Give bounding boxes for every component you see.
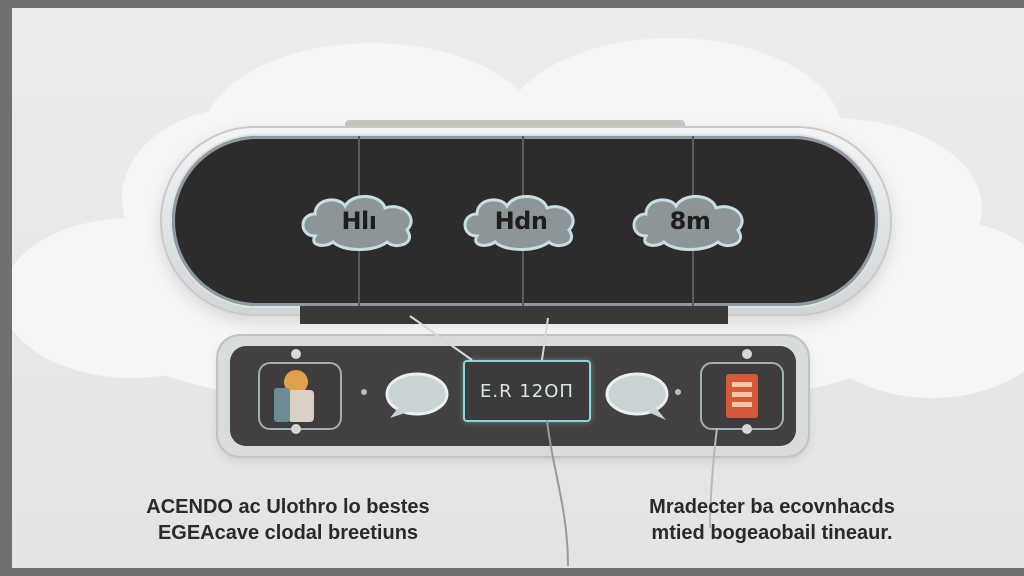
cloud-icon bbox=[301, 195, 413, 251]
center-node-label: E.R 12ОΠ bbox=[480, 380, 574, 402]
diagram-canvas: Hlı Hdn 8m E.R 12ОΠ bbox=[12, 8, 1024, 568]
cloud-icon bbox=[632, 195, 744, 251]
warning-stack-icon bbox=[726, 374, 758, 418]
segment-label: Hdn bbox=[494, 207, 548, 235]
caption-line: mtied bogeaobail tineaur. bbox=[651, 522, 893, 544]
segment-label: 8m bbox=[669, 207, 711, 235]
cloud-bubble-3[interactable]: 8m bbox=[626, 190, 754, 252]
caption-left: ACENDO ac Ulothro lo bestes ЕGЕАcave clo… bbox=[108, 494, 468, 546]
caption-right: Mradecter ba ecovnhacds mtied bogeaobail… bbox=[602, 494, 942, 546]
center-node[interactable]: E.R 12ОΠ bbox=[463, 360, 591, 422]
caption-line: ЕGЕАcave clodal breetiuns bbox=[157, 522, 419, 544]
speech-bubble-icon[interactable] bbox=[600, 368, 674, 422]
alert-device-box[interactable] bbox=[700, 362, 784, 430]
cloud-bubble-2[interactable]: Hdn bbox=[457, 190, 585, 252]
segment-label: Hlı bbox=[341, 207, 377, 235]
cloud-icon bbox=[463, 195, 575, 251]
user-device-box[interactable] bbox=[258, 362, 342, 430]
caption-line: ACENDO ac Ulothro lo bestes bbox=[146, 496, 430, 518]
top-base bbox=[300, 306, 728, 324]
caption-line: Mradecter ba ecovnhacds bbox=[649, 496, 895, 518]
speech-bubble-icon[interactable] bbox=[380, 368, 454, 422]
person-icon bbox=[274, 370, 314, 422]
cloud-bubble-1[interactable]: Hlı bbox=[295, 190, 423, 252]
